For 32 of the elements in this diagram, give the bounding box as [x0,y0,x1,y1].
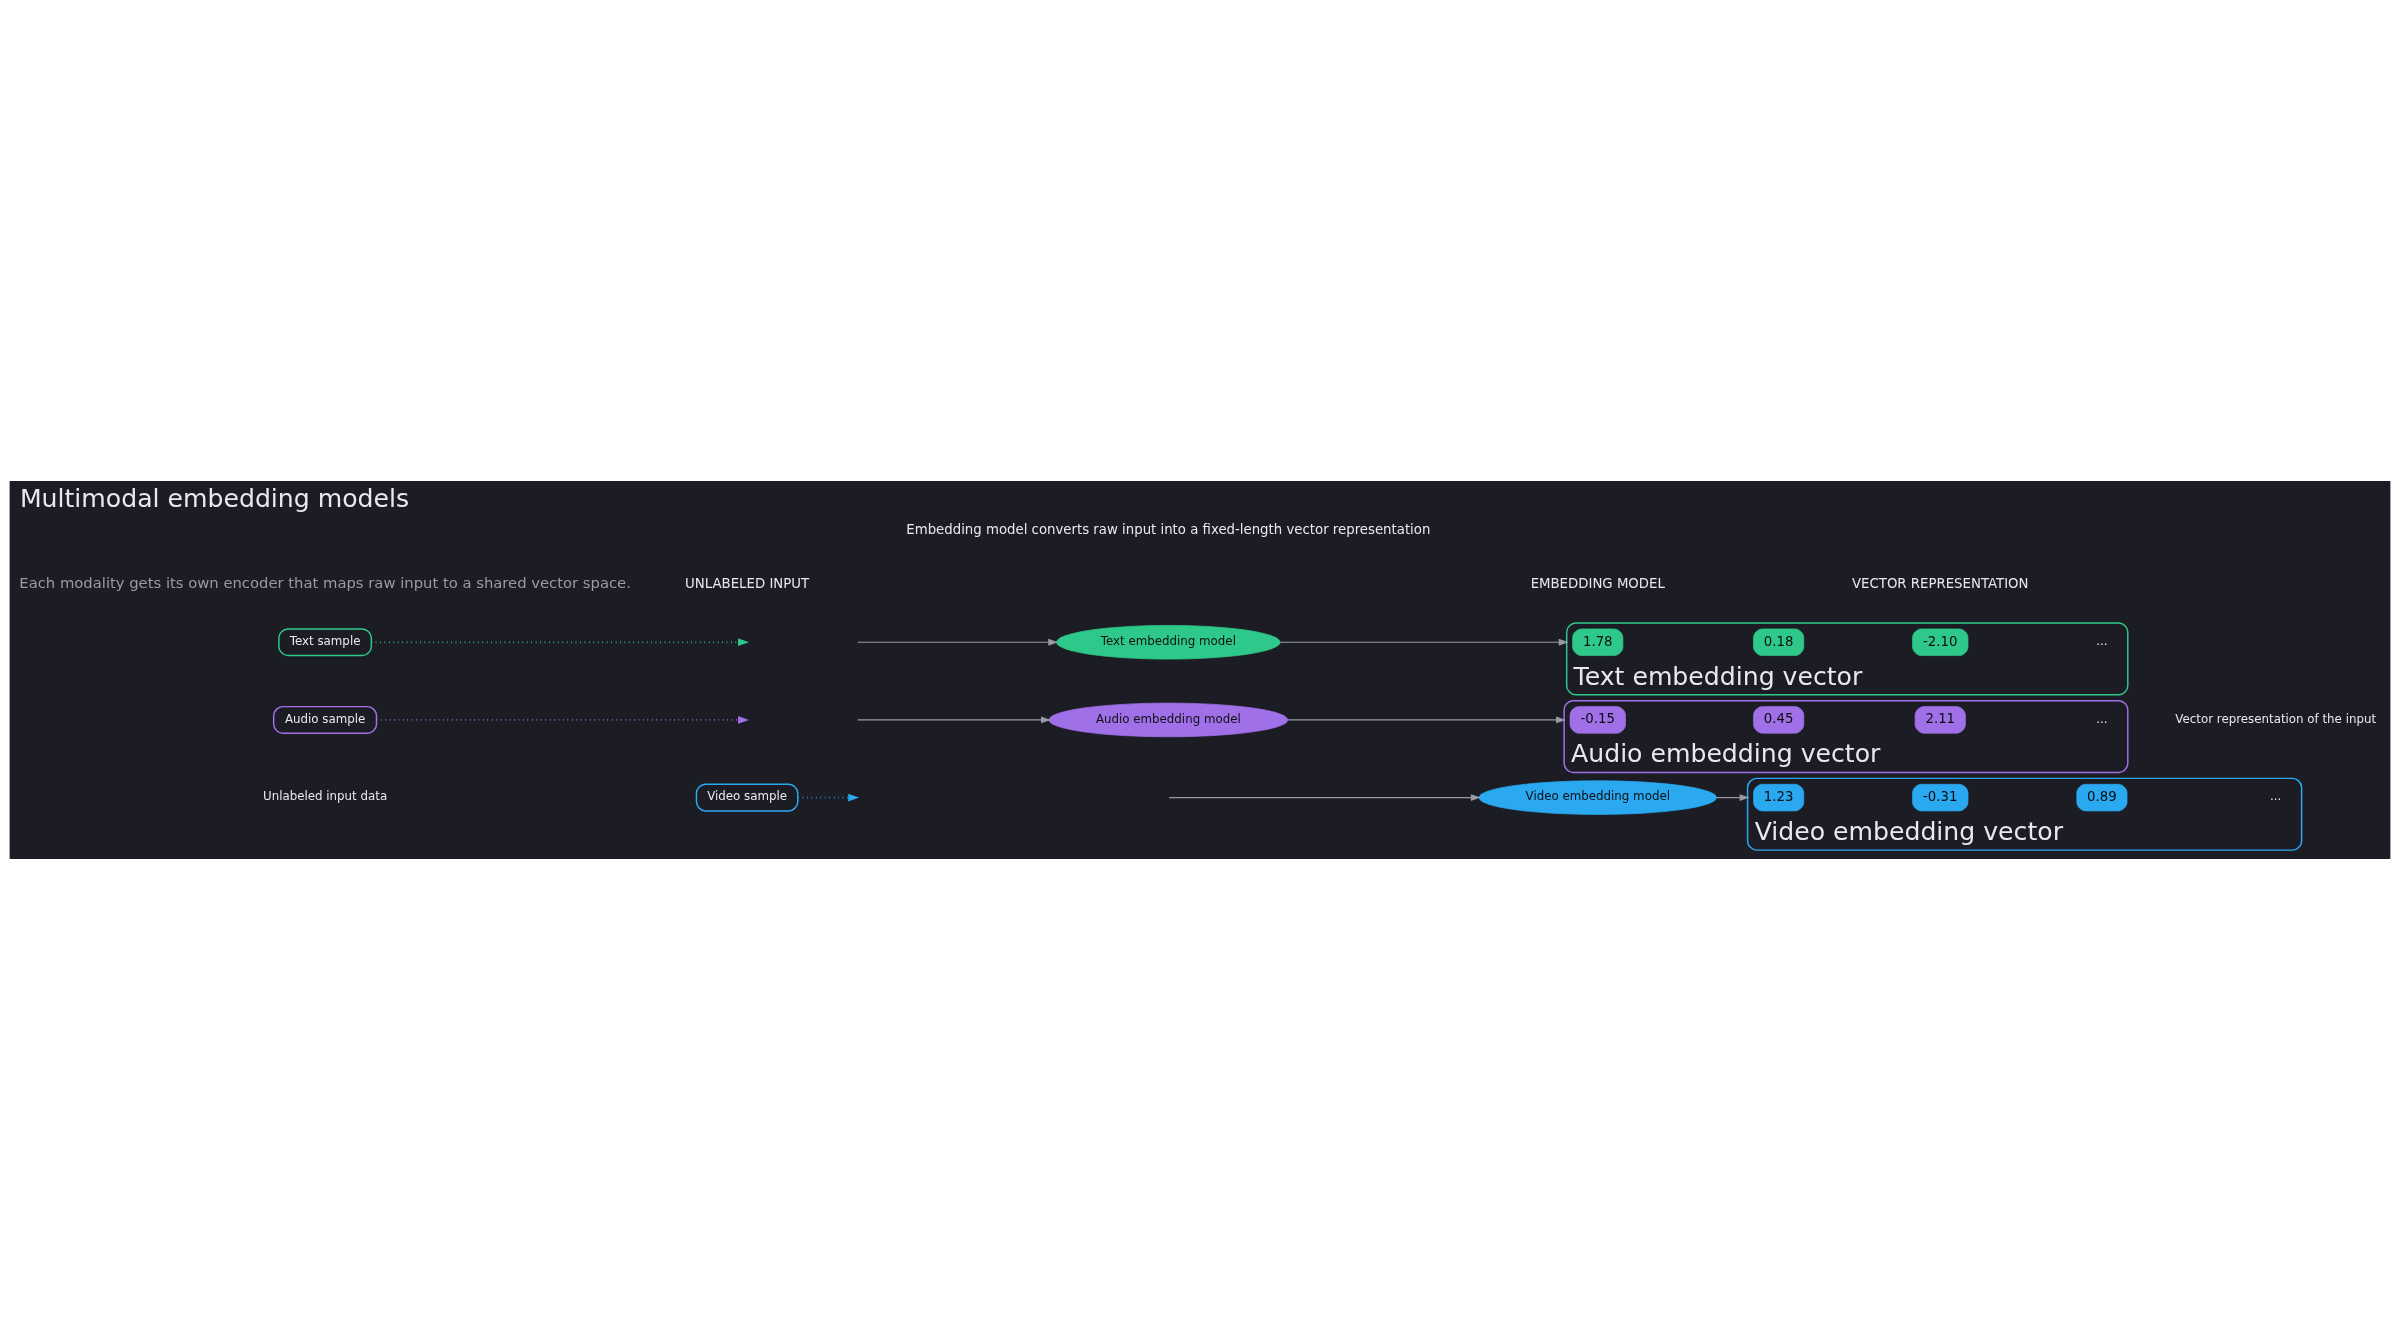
diagram-title: Multimodal embedding models [19,483,410,513]
arrow [857,716,1051,723]
label: VECTOR REPRESENTATION [1852,575,2029,591]
label: EMBEDDING MODEL [1530,575,1665,591]
node-text: ... [2096,633,2108,648]
arrow [1716,793,1750,801]
label: UNLABELED INPUT [685,575,810,591]
node-box: Audio sample [272,705,378,734]
arrow [1287,716,1566,723]
node-box: 1.78 [1572,628,1624,656]
node-ellipse: Audio embedding model [1048,702,1289,737]
node-box: -2.10 [1912,628,1969,656]
node-box: -0.31 [1912,783,1969,811]
caption: Embedding model converts raw input into a fixed-length vector representation [906,521,1431,537]
node-box: 0.89 [2076,783,2128,811]
node-ellipse: Video embedding model [1478,779,1717,815]
node-box: Video sample [695,783,799,812]
label: Unlabeled input data [263,788,388,803]
arrow [857,638,1059,646]
node-text: ... [2270,788,2282,803]
node-box: -0.15 [1569,705,1626,734]
node-box: 0.45 [1753,705,1805,734]
node-text: ... [2096,711,2108,726]
arrow [1279,638,1569,646]
node-box: Text sample [278,627,373,656]
node-ellipse: Text embedding model [1056,624,1281,659]
node-box: 2.11 [1914,705,1966,734]
label: Vector representation of the input [2175,711,2377,726]
label: Each modality gets its own encoder that maps raw input to a shared vector space. [19,573,631,591]
node-box: 1.23 [1753,783,1805,811]
node-box: 0.18 [1753,628,1805,656]
arrow [1168,793,1481,801]
